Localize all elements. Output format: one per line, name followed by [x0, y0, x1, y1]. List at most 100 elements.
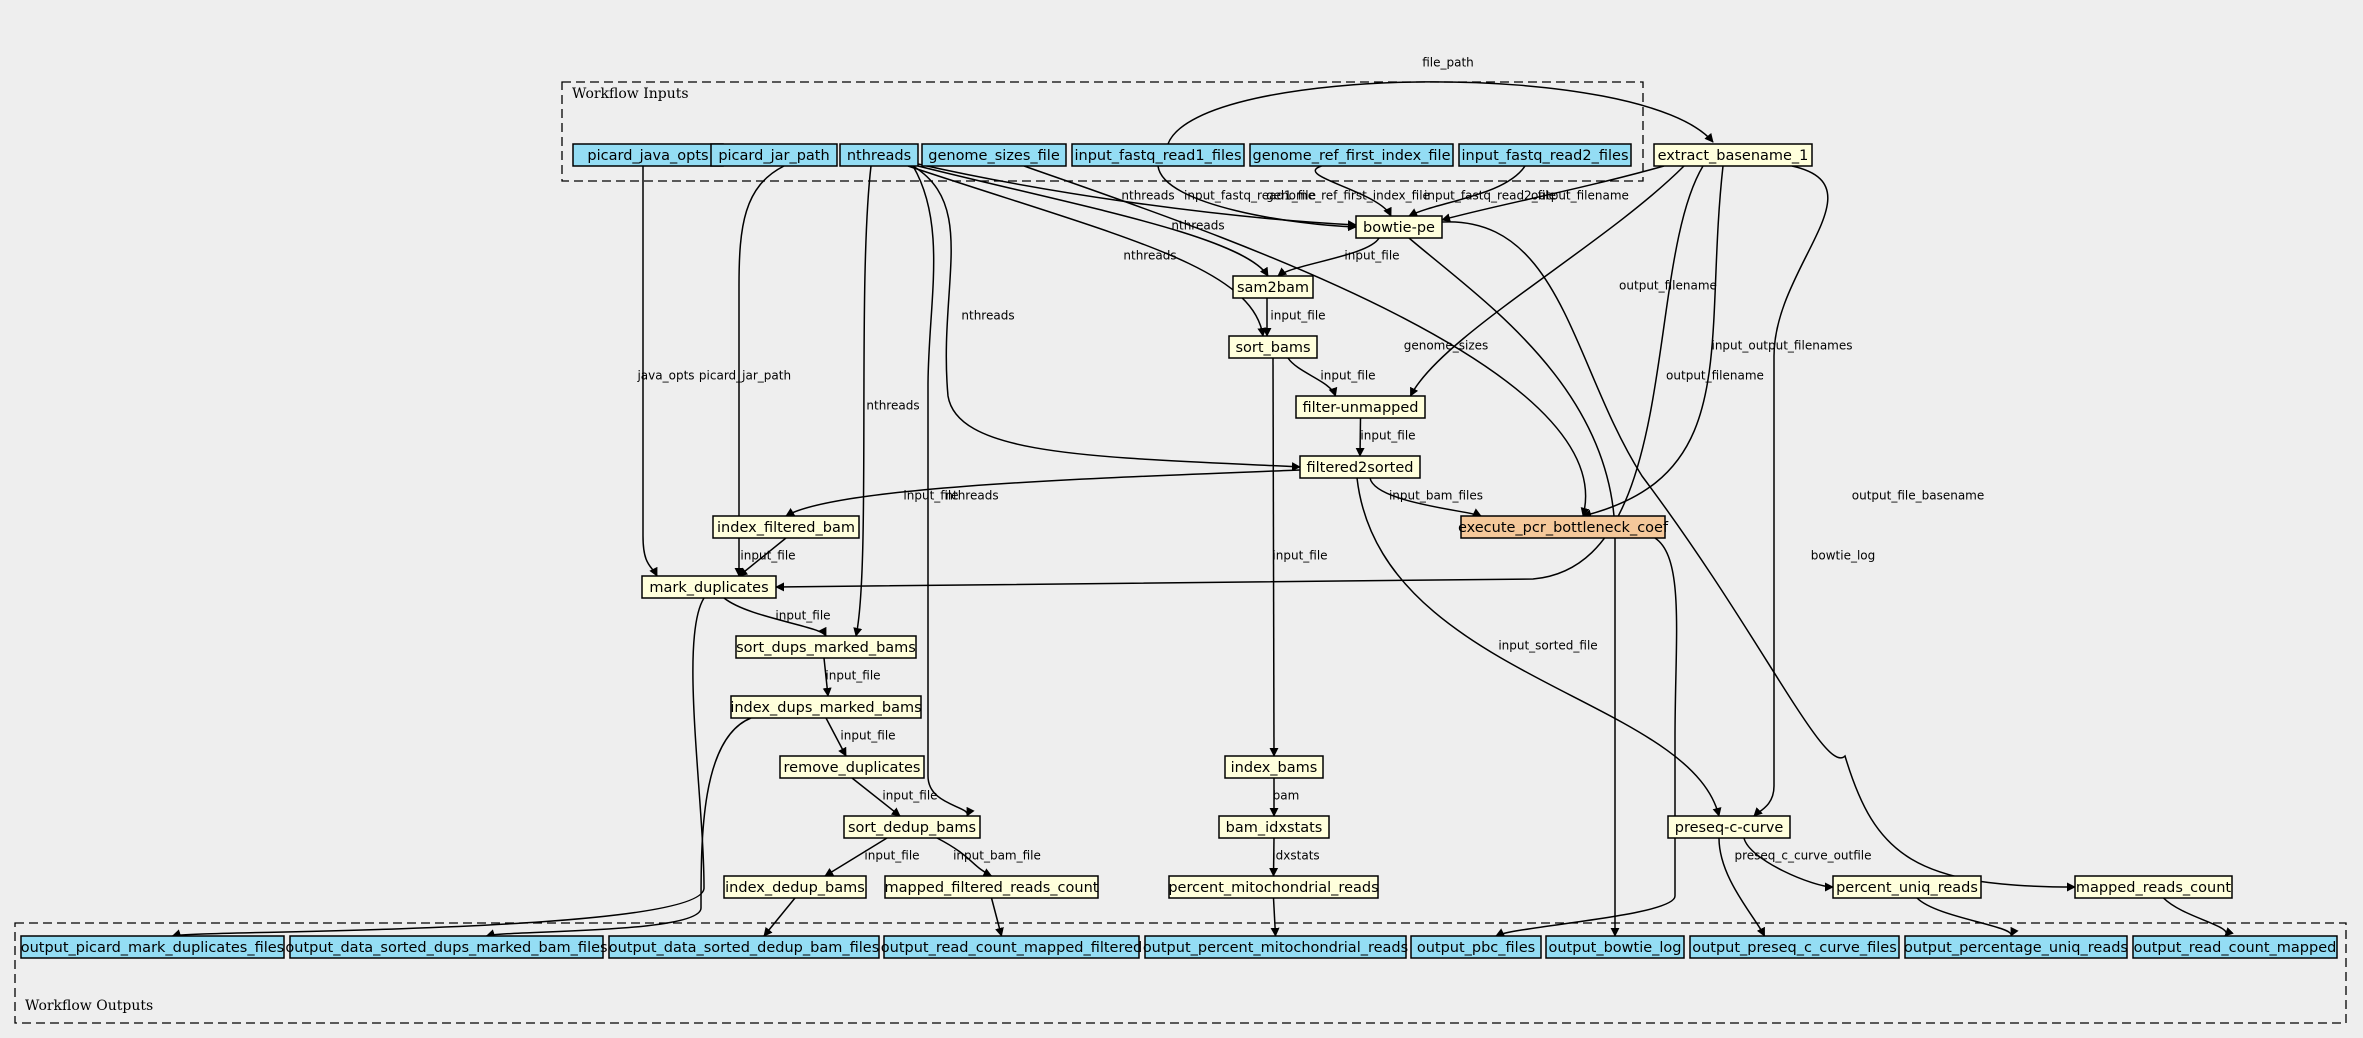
edge-label: output_filename	[1666, 369, 1764, 383]
edge-line	[1753, 165, 1829, 817]
edge-label: output_filename	[1531, 189, 1629, 203]
node-out-pct-uniq[interactable]: output_percentage_uniq_reads	[1904, 935, 2128, 959]
node-genome-ref-first-index-file[interactable]: genome_ref_first_index_file	[1249, 143, 1454, 167]
node-label: input_fastq_read2_files	[1462, 148, 1629, 164]
node-out-read-count-filtered[interactable]: output_read_count_mapped_filtered	[881, 935, 1142, 959]
edge-line	[642, 166, 658, 577]
node-picard-jar-path[interactable]: picard_jar_path	[710, 143, 838, 167]
node-box	[730, 695, 922, 719]
node-label: sort_dedup_bams	[848, 820, 976, 836]
node-out-pct-mito[interactable]: output_percent_mitochondrial_reads	[1143, 935, 1408, 959]
node-out-picard[interactable]: output_picard_mark_duplicates_files	[20, 935, 285, 959]
edge-sort-dedup-bams-to-mapped-filtered-reads-count: input_bam_file	[936, 837, 1041, 877]
node-label: picard_java_opts	[587, 148, 708, 164]
node-box	[1545, 935, 1685, 959]
edge-index-filtered-bam-to-mark-duplicates: input_file	[738, 537, 796, 577]
edge-line	[1409, 165, 1685, 397]
node-percent-uniq-reads[interactable]: percent_uniq_reads	[1832, 875, 1982, 899]
edge-line	[1408, 165, 1526, 217]
node-sort-dedup-bams[interactable]: sort_dedup_bams	[843, 815, 981, 839]
edge-label: nthreads	[1121, 189, 1174, 203]
node-extract-basename-1[interactable]: extract_basename_1	[1653, 143, 1813, 167]
edge-index-dups-marked-bams-to-remove-duplicates: input_file	[825, 717, 896, 757]
edge-mark-duplicates-to-out-picard	[171, 597, 705, 939]
node-index-dups-marked-bams[interactable]: index_dups_marked_bams	[730, 695, 922, 719]
edge-extract-basename-1-to-mark-duplicates: output_filename	[775, 165, 1764, 592]
edge-preseq-c-curve-to-out-preseq	[1718, 837, 1766, 937]
node-out-read-count-mapped[interactable]: output_read_count_mapped	[2132, 935, 2338, 959]
edge-line	[723, 597, 827, 637]
node-box	[712, 515, 860, 539]
node-mapped-reads-count[interactable]: mapped_reads_count	[2074, 875, 2233, 899]
node-box	[1904, 935, 2128, 959]
workflow-inputs-label: Workflow Inputs	[572, 86, 689, 102]
edge-line	[1495, 537, 1678, 937]
workflow-inputs-cluster: Workflow Inputs	[561, 81, 1644, 182]
edge-line	[851, 777, 901, 817]
node-out-dedup[interactable]: output_data_sorted_dedup_bam_files	[608, 935, 880, 959]
node-out-preseq[interactable]: output_preseq_c_curve_files	[1689, 935, 1900, 959]
node-box	[710, 143, 838, 167]
node-box	[1218, 815, 1330, 839]
node-box	[1355, 215, 1443, 239]
edge-sort-dups-marked-bams-to-index-dups-marked-bams: input_file	[822, 657, 881, 697]
node-box	[1224, 755, 1324, 779]
edge-line	[171, 597, 705, 939]
edge-filter-unmapped-to-filtered2sorted: input_file	[1355, 417, 1416, 457]
node-bam-idxstats[interactable]: bam_idxstats	[1218, 815, 1330, 839]
node-index-bams[interactable]: index_bams	[1224, 755, 1324, 779]
node-box	[779, 755, 925, 779]
edge-line	[912, 165, 1301, 472]
node-picard-java-opts[interactable]: picard_java_opts	[572, 143, 724, 167]
node-execute-pcr[interactable]: execute_pcr_bottleneck_coef	[1458, 515, 1669, 539]
node-mark-duplicates[interactable]: mark_duplicates	[641, 575, 777, 599]
edge-line	[1314, 165, 1392, 217]
edge-label: input_output_filenames	[1711, 339, 1852, 353]
edge-label: nthreads	[866, 399, 919, 413]
edge-label: input_file	[903, 489, 958, 503]
edge-mapped-reads-count-to-out-read-count-mapped	[2162, 897, 2234, 937]
node-out-dups-marked[interactable]: output_data_sorted_dups_marked_bam_files	[285, 935, 608, 959]
node-sort-bams[interactable]: sort_bams	[1228, 335, 1318, 359]
edge-line	[853, 165, 872, 637]
edge-genome-sizes-file-to-execute-pcr: genome_sizes	[1023, 165, 1590, 517]
edge-label: nthreads	[1123, 249, 1176, 263]
node-label: bam_idxstats	[1226, 820, 1323, 836]
node-sam2bam[interactable]: sam2bam	[1232, 275, 1314, 299]
node-index-dedup-bams[interactable]: index_dedup_bams	[723, 875, 867, 899]
node-remove-duplicates[interactable]: remove_duplicates	[779, 755, 925, 779]
edge-input-fastq-read1-files-to-bowtie-pe: input_fastq_read1_file	[1157, 165, 1357, 232]
node-input-fastq-read1-files[interactable]: input_fastq_read1_files	[1071, 143, 1245, 167]
edge-line	[1287, 357, 1338, 397]
node-filtered2sorted[interactable]: filtered2sorted	[1299, 455, 1421, 479]
edge-extract-basename-1-to-filter-unmapped: output_filename	[1409, 165, 1717, 397]
node-mapped-filtered-reads-count[interactable]: mapped_filtered_reads_count	[884, 875, 1099, 899]
node-preseq-c-curve[interactable]: preseq-c-curve	[1667, 815, 1791, 839]
node-out-pbc[interactable]: output_pbc_files	[1410, 935, 1542, 959]
node-label: mapped_filtered_reads_count	[885, 880, 1099, 896]
node-index-filtered-bam[interactable]: index_filtered_bam	[712, 515, 860, 539]
edge-label: input_file	[740, 549, 795, 563]
edge-label: genome_sizes	[1404, 339, 1489, 353]
node-out-bowtie-log[interactable]: output_bowtie_log	[1545, 935, 1685, 959]
edge-line	[824, 837, 888, 877]
edge-line	[738, 537, 787, 577]
edge-label: nthreads	[945, 489, 998, 503]
node-bowtie-pe[interactable]: bowtie-pe	[1355, 215, 1443, 239]
node-sort-dups-marked-bams[interactable]: sort_dups_marked_bams	[735, 635, 917, 659]
node-box	[921, 143, 1067, 167]
node-genome-sizes-file[interactable]: genome_sizes_file	[921, 143, 1067, 167]
node-label: mark_duplicates	[649, 580, 768, 596]
node-label: output_bowtie_log	[1549, 940, 1682, 956]
node-input-fastq-read2-files[interactable]: input_fastq_read2_files	[1458, 143, 1632, 167]
edge-filtered2sorted-to-preseq-c-curve: input_sorted_file	[1356, 477, 1722, 817]
node-label: preseq-c-curve	[1675, 820, 1784, 836]
edge-line	[1441, 165, 1665, 223]
node-filter-unmapped[interactable]: filter-unmapped	[1295, 395, 1426, 419]
workflow-outputs-label: Workflow Outputs	[25, 998, 153, 1014]
node-percent-mitochondrial-reads[interactable]: percent_mitochondrial_reads	[1168, 875, 1379, 899]
edge-label: input_fastq_read1_file	[1184, 189, 1316, 203]
node-label: output_read_count_mapped	[2134, 940, 2337, 956]
edge-label: input_file	[1320, 369, 1375, 383]
node-nthreads[interactable]: nthreads	[839, 143, 919, 167]
